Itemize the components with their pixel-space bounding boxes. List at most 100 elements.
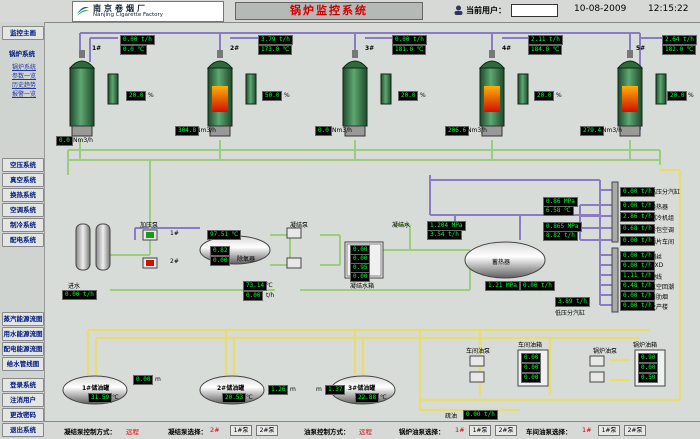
oil-ctrl-value: 远程 xyxy=(359,428,372,436)
nav-sub-boiler[interactable]: 锅炉系统 xyxy=(12,64,37,71)
nav-sub-params[interactable]: 参数一览 xyxy=(12,73,37,80)
boiler-4-temp: 184.0 ℃ xyxy=(528,45,563,55)
lp-consumer-5-name: 白肋烟 xyxy=(650,294,669,301)
boiler-oil-pump-2-button[interactable]: 2#泵 xyxy=(495,425,517,436)
accumulator-pressure: 1.21 MPa xyxy=(485,281,520,291)
oil-tank-2-name: 2#储油罐 xyxy=(217,385,245,392)
nav-power[interactable]: 配电系统 xyxy=(2,233,44,247)
lp-consumer-5-val: 0.00 t/h xyxy=(620,291,655,301)
cond-pump-2-button[interactable]: 2#泵 xyxy=(256,425,278,436)
hp-consumer-1-name: 换热器 xyxy=(650,204,669,211)
nav-air-conditioning[interactable]: 空调系统 xyxy=(2,203,44,217)
hp-consumer-2-name: 制冷机组 xyxy=(650,215,675,222)
boiler-2-gas-unit: Nm3/h xyxy=(196,127,216,134)
accumulator-flow: 0.00 t/h xyxy=(520,281,555,291)
nav-logout-user[interactable]: 注消用户 xyxy=(2,393,44,407)
nav-feedwater[interactable]: 给水管线图 xyxy=(2,357,44,371)
boiler-5-gas-unit: Nm3/h xyxy=(602,127,622,134)
boiler-tank-value-2: 0.00 xyxy=(638,363,659,373)
boiler-graphics xyxy=(68,50,667,137)
hp-consumer-3-name: 卷包空调 xyxy=(650,227,675,234)
nav-air-compressor[interactable]: 空压系统 xyxy=(2,158,44,172)
lp-header-label: 低压分汽缸 xyxy=(555,310,586,317)
workshop-tank-value-1: 0.00 xyxy=(521,353,542,363)
workshop-oil-tank-label: 车间油箱 xyxy=(518,342,543,349)
cond-ctrl-label: 凝结泵控制方式： xyxy=(64,428,116,436)
boiler-5-flow: 2.64 t/h xyxy=(662,35,697,45)
nav-exit[interactable]: 退出系统 xyxy=(2,423,44,437)
nav-sub-history[interactable]: 历史趋势 xyxy=(12,82,37,89)
nav-power-flow[interactable]: 配电能源流图 xyxy=(2,342,44,356)
nav-water-flow[interactable]: 用水能源流图 xyxy=(2,327,44,341)
boiler-3-gas: 0.0 xyxy=(315,126,332,136)
lp-consumer-6-val: 0.00 t/h xyxy=(620,301,655,311)
logo-cn: 南京卷烟厂 xyxy=(93,4,148,13)
oil-tank-3-level: 1.37 xyxy=(325,385,346,395)
boiler-3-gas-unit: Nm3/h xyxy=(332,127,352,134)
logo-en: Nanjing Cigarette Factory xyxy=(93,12,164,18)
lp-consumer-6-name: 生产楼 xyxy=(650,304,669,311)
header-bar: 南京卷烟厂 Nanjing Cigarette Factory 锅炉监控系统 当… xyxy=(0,0,700,23)
deaerator-value-3-unit: ℃ xyxy=(266,282,273,289)
cond-select-value: 2# xyxy=(210,426,220,434)
deaerator-temp: 97.51 ℃ xyxy=(207,230,242,240)
boiler-5-level: 20.0 xyxy=(667,91,688,101)
lp-header-flow: 3.89 t/h xyxy=(555,297,590,307)
boiler-4-gas-unit: Nm3/h xyxy=(467,127,487,134)
hp-consumer-1-val: 0.00 t/h xyxy=(620,201,655,211)
nav-change-password[interactable]: 更改密码 xyxy=(2,408,44,422)
nav-login[interactable]: 登录系统 xyxy=(2,378,44,392)
oil-tank-1-temp-unit: ℃ xyxy=(112,394,119,401)
ws-oil-select-label: 车间油泵选择： xyxy=(526,428,572,436)
boiler-oil-select-value: 1# xyxy=(455,426,465,434)
nav-boiler-system-header[interactable]: 锅炉系统 xyxy=(9,50,35,58)
boiler-5-name: 5# xyxy=(636,45,646,52)
factory-logo: 南京卷烟厂 Nanjing Cigarette Factory xyxy=(72,1,224,22)
nav-refrigeration[interactable]: 制冷系统 xyxy=(2,218,44,232)
lp-consumer-2-val: 0.00 t/h xyxy=(620,261,655,271)
boiler-tank-value-1: 0.90 xyxy=(638,353,659,363)
nav-sub-alarm[interactable]: 报警一览 xyxy=(12,91,37,98)
workshop-tank-value-3: 0.00 xyxy=(521,373,542,383)
nav-heat-exchange[interactable]: 换热系统 xyxy=(2,188,44,202)
user-icon xyxy=(454,5,463,15)
cond-pump-1-button[interactable]: 1#泵 xyxy=(230,425,252,436)
lp-consumer-4-val: 0.48 t/h xyxy=(620,281,655,291)
oil-tank-3-temp-unit: ℃ xyxy=(380,394,387,401)
deaerator-value-3: 73.14 xyxy=(243,281,268,291)
nav-vacuum[interactable]: 真空系统 xyxy=(2,173,44,187)
oil-tank-1-temp: 31.59 xyxy=(88,393,113,403)
boiler-5-gas: 279.4 xyxy=(580,126,605,136)
oil-tank-1-level-unit: m xyxy=(155,376,161,383)
drain-oil-flow: 0.00 t/h xyxy=(463,410,498,420)
boiler-1-flow: 0.00 t/h xyxy=(120,35,155,45)
nav-steam-flow[interactable]: 蒸汽能源流图 xyxy=(2,312,44,326)
deaerator-value-1: 0.82 xyxy=(210,246,231,256)
boiler-2-level: 50.0 xyxy=(262,91,283,101)
workshop-tank-value-2: 0.00 xyxy=(521,363,542,373)
cond-ctrl-value: 远程 xyxy=(126,428,139,436)
boiler-4-level-unit: % xyxy=(556,92,562,99)
oil-tank-1-level: 0.00 xyxy=(133,375,154,385)
boiler-3-level: 20.0 xyxy=(398,91,419,101)
ws-oil-pump-2-button[interactable]: 2#泵 xyxy=(624,425,646,436)
boiler-oil-pump-1-button[interactable]: 1#泵 xyxy=(469,425,491,436)
pressure-pump-label: 加压泵 xyxy=(140,222,159,229)
hp-consumer-2-val: 2.86 t/h xyxy=(620,212,655,222)
cond-select-label: 凝结泵选择： xyxy=(168,428,207,436)
boiler-1-name: 1# xyxy=(92,45,102,52)
ws-oil-pump-1-button[interactable]: 1#泵 xyxy=(598,425,620,436)
boiler-oil-tank-label: 锅炉油箱 xyxy=(633,342,658,349)
oil-tank-2-level-unit: m xyxy=(290,386,296,393)
accumulator-label: 蓄热器 xyxy=(492,259,511,266)
oil-tank-3-name: 3#储油罐 xyxy=(348,385,376,392)
boiler-4-name: 4# xyxy=(502,45,512,52)
ws-oil-select-value: 1# xyxy=(582,426,592,434)
time-display: 12:15:22 xyxy=(648,4,689,14)
nav-home[interactable]: 监控主画 xyxy=(2,26,44,40)
boiler-2-name: 2# xyxy=(230,45,240,52)
boiler-2-temp: 173.0 ℃ xyxy=(258,45,293,55)
boiler-3-level-unit: % xyxy=(420,92,426,99)
oil-tank-2-temp-unit: ℃ xyxy=(246,394,253,401)
